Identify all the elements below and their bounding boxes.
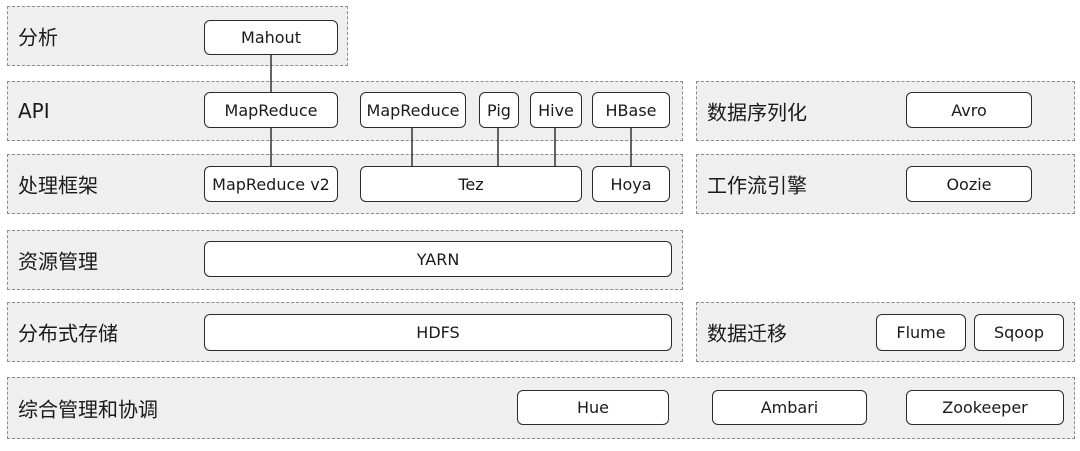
- node-mapreduce-v2[interactable]: MapReduce v2: [204, 166, 338, 202]
- node-oozie[interactable]: Oozie: [906, 166, 1032, 202]
- layer-label-resource: 资源管理: [18, 249, 98, 274]
- node-hive[interactable]: Hive: [530, 92, 582, 128]
- layer-label-management: 综合管理和协调: [18, 397, 158, 422]
- layer-label-serialization: 数据序列化: [707, 100, 807, 125]
- node-mahout[interactable]: Mahout: [204, 20, 338, 55]
- layer-framework: 处理框架: [7, 154, 683, 214]
- layer-label-migration: 数据迁移: [707, 321, 787, 346]
- node-sqoop[interactable]: Sqoop: [974, 314, 1064, 351]
- layer-label-workflow: 工作流引擎: [707, 173, 807, 198]
- node-pig[interactable]: Pig: [479, 92, 519, 128]
- node-avro[interactable]: Avro: [906, 92, 1032, 128]
- node-ambari[interactable]: Ambari: [712, 390, 867, 425]
- node-hoya[interactable]: Hoya: [592, 166, 670, 202]
- layer-label-storage: 分布式存储: [18, 321, 118, 346]
- node-zookeeper[interactable]: Zookeeper: [906, 390, 1064, 425]
- layer-label-api: API: [18, 99, 50, 123]
- node-mapreduce-api-tez[interactable]: MapReduce: [360, 92, 466, 128]
- node-hue[interactable]: Hue: [517, 390, 669, 425]
- layer-label-analysis: 分析: [18, 25, 58, 50]
- node-tez[interactable]: Tez: [360, 166, 582, 202]
- node-yarn[interactable]: YARN: [204, 241, 672, 277]
- node-hdfs[interactable]: HDFS: [204, 314, 672, 351]
- node-flume[interactable]: Flume: [876, 314, 966, 351]
- node-mapreduce-api[interactable]: MapReduce: [204, 92, 338, 128]
- node-hbase[interactable]: HBase: [592, 92, 670, 128]
- layer-label-framework: 处理框架: [18, 173, 98, 198]
